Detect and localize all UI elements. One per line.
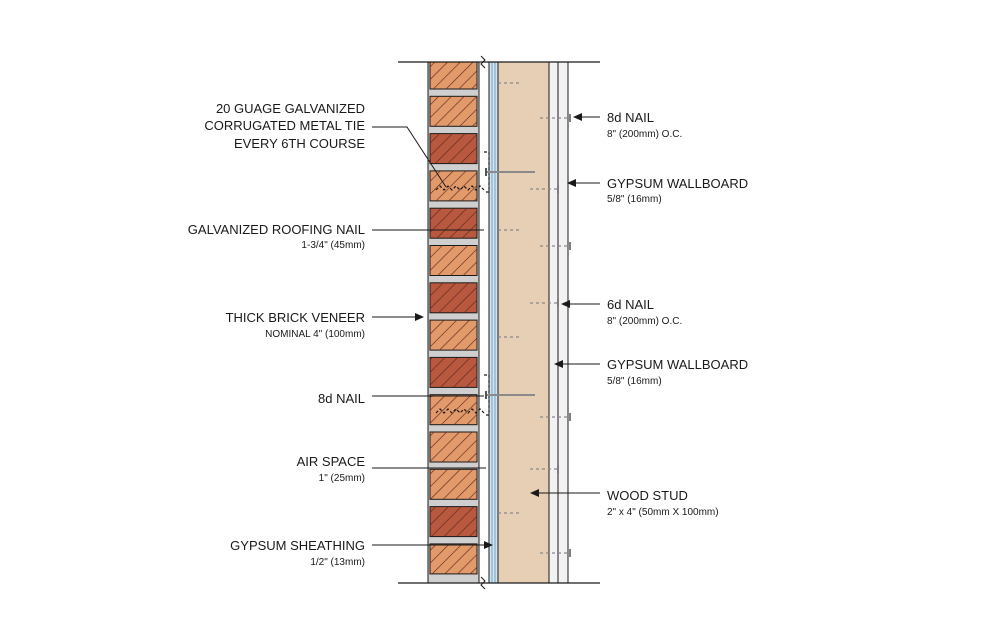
sheathing-nails — [498, 82, 522, 514]
brick-hatch — [430, 208, 477, 239]
gypsum-wallboard-inner — [548, 61, 559, 584]
arrow-gypsum-wallboard-outer — [567, 179, 576, 187]
brick-hatch — [430, 320, 477, 351]
label-gypsum-wallboard-outer: GYPSUM WALLBOARD 5/8" (16mm) — [567, 176, 748, 205]
label-roofing-nail-sub: 1-3/4" (45mm) — [301, 240, 365, 251]
brick-hatch — [430, 245, 477, 276]
label-gypsum-wallboard-outer-title: GYPSUM WALLBOARD — [607, 176, 748, 191]
arrow-wood-stud — [530, 489, 539, 497]
brick-courses — [429, 61, 478, 575]
label-metal-tie-line2: CORRUGATED METAL TIE — [204, 118, 365, 133]
label-8d-nail-right-title: 8d NAIL — [607, 110, 654, 125]
arrow-8d-nail-right — [573, 113, 582, 121]
brick-hatch — [430, 394, 477, 425]
label-8d-nail-right-sub: 8" (200mm) O.C. — [607, 129, 682, 140]
metal-ties — [435, 151, 535, 416]
left-labels: 20 GUAGE GALVANIZED CORRUGATED METAL TIE… — [188, 101, 493, 568]
label-gypsum-wallboard-inner-title: GYPSUM WALLBOARD — [607, 357, 748, 372]
brick-hatch — [430, 62, 477, 89]
label-brick-veneer: THICK BRICK VENEER NOMINAL 4" (100mm) — [226, 310, 424, 340]
leader-metal-tie — [372, 126, 447, 188]
brick-hatch — [430, 506, 477, 537]
gypsum-wallboard-outer — [557, 61, 569, 584]
label-gypsum-wallboard-inner-sub: 5/8" (16mm) — [607, 376, 662, 387]
label-gypsum-sheathing-title: GYPSUM SHEATHING — [230, 538, 365, 553]
label-air-space-title: AIR SPACE — [297, 454, 366, 469]
label-brick-veneer-sub: NOMINAL 4" (100mm) — [265, 329, 365, 340]
label-brick-veneer-title: THICK BRICK VENEER — [226, 310, 365, 325]
brick-hatch — [430, 282, 477, 313]
label-gypsum-sheathing-sub: 1/2" (13mm) — [310, 557, 365, 568]
label-metal-tie-line3: EVERY 6TH COURSE — [234, 136, 365, 151]
wallboard-nails — [530, 114, 571, 557]
gypsum-sheathing — [488, 61, 499, 584]
wall-layers — [398, 55, 600, 590]
air-space — [479, 62, 489, 583]
bottom-break-symbol — [480, 576, 486, 590]
label-gypsum-wallboard-inner: GYPSUM WALLBOARD 5/8" (16mm) — [554, 357, 748, 387]
brick-hatch — [430, 133, 477, 164]
label-air-space-sub: 1" (25mm) — [319, 473, 365, 484]
label-air-space: AIR SPACE 1" (25mm) — [297, 454, 486, 484]
label-8d-nail-left-title: 8d NAIL — [318, 391, 365, 406]
label-8d-nail-right: 8d NAIL 8" (200mm) O.C. — [573, 110, 682, 140]
label-metal-tie: 20 GUAGE GALVANIZED CORRUGATED METAL TIE… — [204, 101, 447, 188]
wood-stud — [497, 61, 550, 584]
label-6d-nail-title: 6d NAIL — [607, 297, 654, 312]
label-wood-stud-sub: 2" x 4" (50mm X 100mm) — [607, 507, 719, 518]
brick-hatch — [430, 469, 477, 500]
arrow-gypsum-sheathing — [484, 541, 493, 549]
label-6d-nail-sub: 8" (200mm) O.C. — [607, 316, 682, 327]
label-6d-nail: 6d NAIL 8" (200mm) O.C. — [561, 297, 682, 327]
label-wood-stud: WOOD STUD 2" x 4" (50mm X 100mm) — [530, 488, 719, 518]
label-gypsum-sheathing: GYPSUM SHEATHING 1/2" (13mm) — [230, 538, 493, 568]
brick-hatch — [430, 96, 477, 127]
arrow-brick-veneer — [415, 313, 424, 321]
label-wood-stud-title: WOOD STUD — [607, 488, 688, 503]
arrow-gypsum-wallboard-inner — [554, 360, 563, 368]
label-metal-tie-line1: 20 GUAGE GALVANIZED — [216, 101, 365, 116]
top-break-symbol — [480, 55, 486, 69]
brick-hatch — [430, 170, 477, 201]
label-roofing-nail: GALVANIZED ROOFING NAIL 1-3/4" (45mm) — [188, 222, 484, 251]
label-8d-nail-left: 8d NAIL — [318, 391, 484, 406]
label-roofing-nail-title: GALVANIZED ROOFING NAIL — [188, 222, 365, 237]
brick-hatch — [430, 543, 477, 574]
label-gypsum-wallboard-outer-sub: 5/8" (16mm) — [607, 194, 662, 205]
arrow-6d-nail — [561, 300, 570, 308]
right-labels: 8d NAIL 8" (200mm) O.C. GYPSUM WALLBOARD… — [530, 110, 748, 518]
brick-hatch — [430, 357, 477, 388]
brick-hatch — [430, 432, 477, 462]
